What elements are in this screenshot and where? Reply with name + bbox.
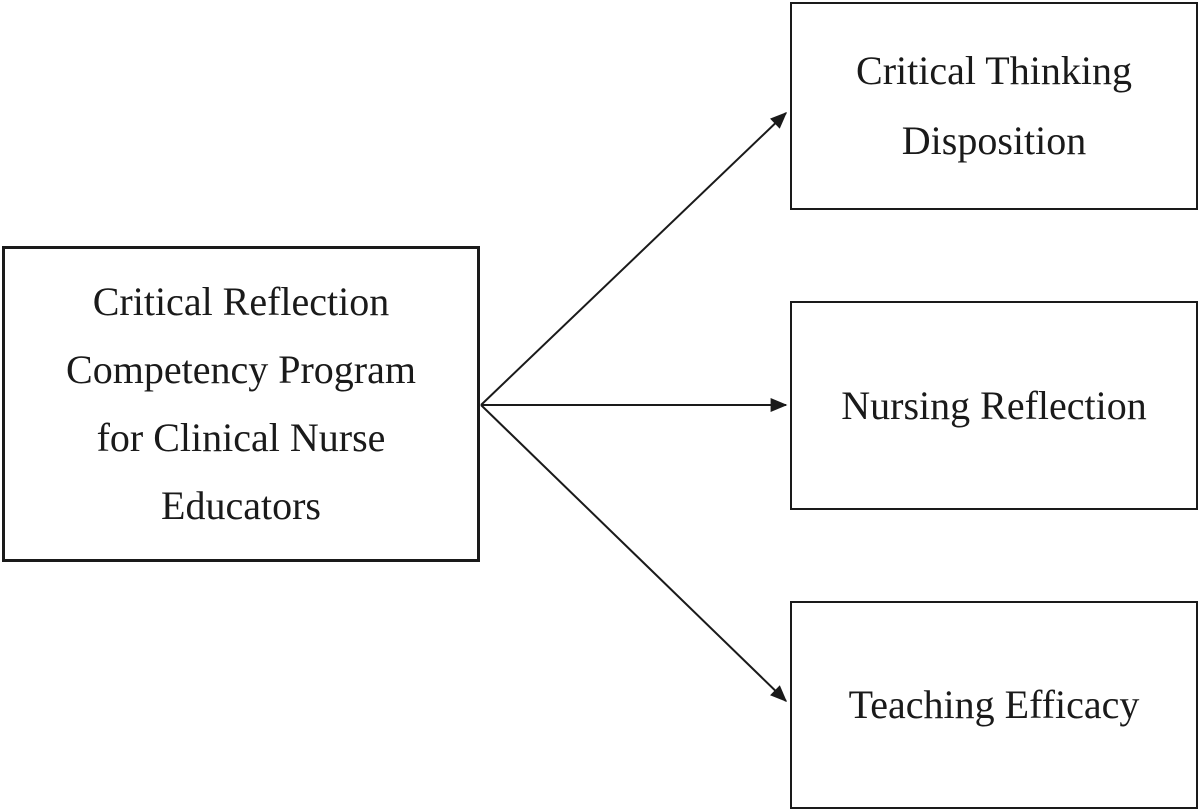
program-box-label-line: Critical Reflection xyxy=(92,279,390,324)
outcome-box-label-line: Teaching Efficacy xyxy=(848,682,1140,727)
outcome-box-label-line: Critical Thinking xyxy=(856,48,1132,93)
program-box-label-line: for Clinical Nurse xyxy=(96,415,386,460)
program-box: Critical Reflection Competency Program f… xyxy=(2,246,480,562)
arrow-to-critical-thinking-disposition xyxy=(480,112,788,406)
outcome-box-label-line: Nursing Reflection xyxy=(841,382,1147,428)
program-box-label-line: Educators xyxy=(161,483,321,528)
outcome-box-nursing-reflection: Nursing Reflection xyxy=(790,301,1198,510)
outcome-box-label-line: Disposition xyxy=(901,118,1087,163)
arrow-to-teaching-efficacy xyxy=(480,404,788,702)
outcome-box-teaching-efficacy: Teaching Efficacy xyxy=(790,601,1198,809)
outcome-box-critical-thinking-disposition: Critical Thinking Disposition xyxy=(790,2,1198,210)
program-box-label-line: Competency Program xyxy=(66,347,416,392)
